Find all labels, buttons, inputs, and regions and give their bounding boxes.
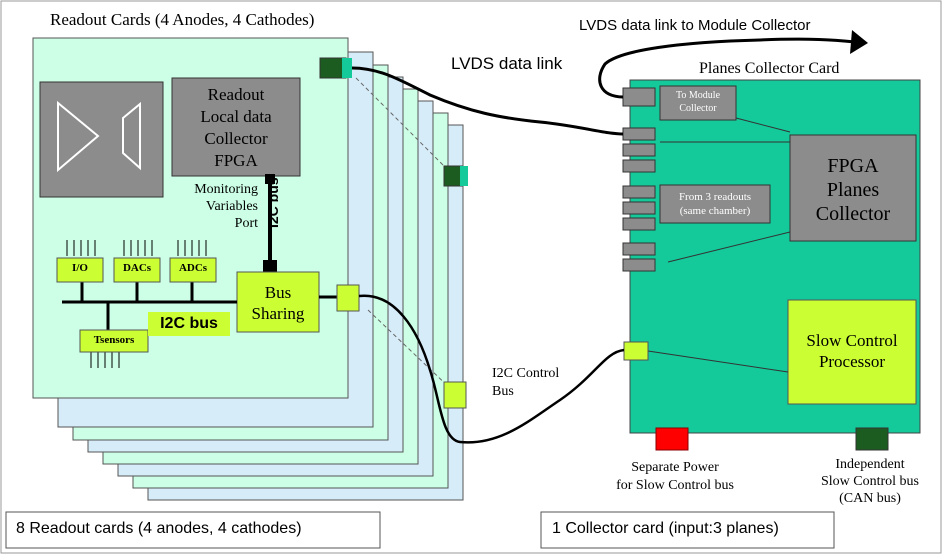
readout-fpga-block bbox=[171, 77, 301, 177]
dacs-chip-label: DACs bbox=[122, 262, 152, 274]
lvds-module-link-cable bbox=[598, 37, 856, 99]
chip-pins bbox=[66, 240, 207, 368]
footer-left-box bbox=[5, 511, 381, 549]
i2c-bus-lines bbox=[62, 282, 337, 330]
shaper-icon bbox=[122, 101, 141, 171]
diagram-title: Readout Cards (4 Anodes, 4 Cathodes) bbox=[50, 10, 315, 29]
fpga-planes-collector-label: FPGA Planes Collector bbox=[815, 155, 891, 225]
power-connector bbox=[655, 427, 689, 451]
to-module-collector-box bbox=[659, 85, 737, 121]
card-lvds-connector-edge bbox=[342, 58, 352, 78]
readout-fpga-label: Readout Local data Collector FPGA bbox=[200, 85, 272, 170]
monitoring-port-label: Monitoring Variables Port bbox=[194, 182, 258, 231]
lvds-module-link-label: LVDS data link to Module Collector bbox=[579, 17, 811, 34]
separate-power-label: Separate Power for Slow Control bus bbox=[616, 460, 734, 493]
i2c-bus-label: I2C bus bbox=[160, 315, 218, 332]
dacs-chip bbox=[113, 257, 161, 283]
dashed-line-top bbox=[355, 77, 449, 171]
can-bus-connector bbox=[855, 427, 889, 451]
footer-left-label: 8 Readout cards (4 anodes, 4 cathodes) bbox=[16, 520, 302, 537]
planes-collector-title: Planes Collector Card bbox=[699, 60, 840, 77]
bus-sharing-label: Bus Sharing bbox=[251, 283, 305, 323]
i2c-control-bus-cable bbox=[358, 294, 625, 444]
i2c-control-bus-label: I2C Control Bus bbox=[492, 366, 560, 399]
line-to-fpga-bottom bbox=[667, 231, 791, 263]
lvds-module-link-arrowhead bbox=[850, 30, 868, 54]
adcs-chip bbox=[169, 257, 217, 283]
footer-right-box bbox=[540, 511, 835, 549]
back-card-lvds-connector-edge bbox=[460, 166, 468, 186]
i2c-bus-vertical-label: I2C bus bbox=[265, 177, 281, 228]
line-to-fpga-top bbox=[735, 117, 791, 133]
from-readouts-box bbox=[659, 184, 771, 224]
line-to-slow-control bbox=[647, 350, 789, 373]
io-chip-label: I/O bbox=[72, 262, 88, 274]
from-readouts-label: From 3 readouts (same chamber) bbox=[678, 191, 752, 217]
bus-sharing-block bbox=[236, 271, 320, 333]
collector-lvds-connectors bbox=[622, 87, 656, 272]
slow-control-processor-label: Slow Control Processor bbox=[806, 331, 898, 371]
back-card-i2c-connector bbox=[443, 381, 467, 409]
card-i2c-connector bbox=[336, 284, 360, 312]
io-chip bbox=[56, 257, 104, 283]
monitoring-port-connector bbox=[265, 174, 275, 184]
lvds-link-label: LVDS data link bbox=[451, 54, 563, 73]
collector-i2c-connector bbox=[623, 341, 649, 361]
bus-sharing-top-connector bbox=[263, 260, 277, 272]
back-card-lvds-connector bbox=[443, 165, 463, 187]
tsensors-chip bbox=[79, 329, 149, 353]
fpga-planes-collector-block bbox=[789, 134, 917, 242]
lvds-data-link-cable bbox=[351, 66, 624, 136]
independent-bus-label: Independent Slow Control bus (CAN bus) bbox=[820, 457, 919, 506]
tsensors-chip-label: Tsensors bbox=[93, 334, 135, 346]
i2c-bus-label-box bbox=[148, 312, 230, 336]
footer-right-label: 1 Collector card (input:3 planes) bbox=[552, 520, 779, 537]
amplifier-triangle-icon bbox=[57, 100, 100, 173]
analog-block bbox=[39, 81, 164, 198]
dashed-line-bottom bbox=[367, 309, 453, 391]
slow-control-processor-block bbox=[787, 299, 917, 405]
adcs-chip-label: ADCs bbox=[178, 262, 208, 274]
to-module-collector-label: To Module Collector bbox=[675, 90, 721, 114]
